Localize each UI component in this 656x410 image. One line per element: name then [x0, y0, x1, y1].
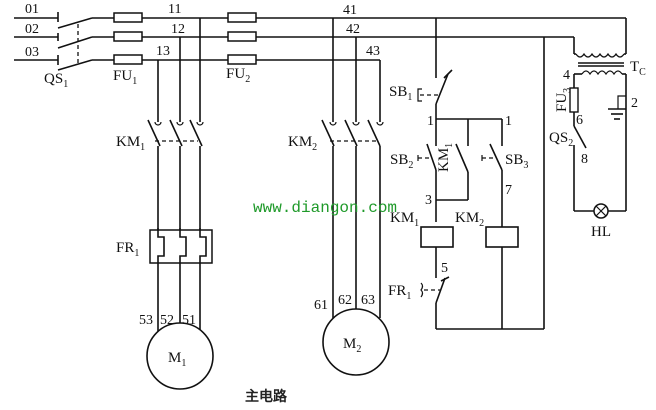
- node-1-left: 1: [427, 114, 434, 129]
- fr1-contact-label: FR1: [388, 283, 411, 302]
- coil-km1-label: KM1: [390, 210, 419, 229]
- input-lines: 01 02 03: [14, 2, 58, 61]
- lamp-hl-icon: [593, 203, 609, 219]
- m1-label: M1: [168, 350, 186, 369]
- node-3: 3: [425, 193, 432, 208]
- fu3-label: FU3: [554, 88, 573, 112]
- contactor-km2-main: KM2: [288, 119, 384, 318]
- node-7: 7: [505, 183, 512, 198]
- fuse-fu1: FU1: [113, 12, 143, 87]
- node-8: 8: [581, 152, 588, 167]
- qs2-label: QS2: [549, 130, 573, 149]
- input-label-01: 01: [25, 2, 39, 17]
- motor-m1: M1 53 52 51: [139, 313, 214, 390]
- tc-label: TC: [630, 59, 646, 78]
- motor-m2: M2 61 62 63: [314, 293, 390, 376]
- node-4: 4: [563, 68, 570, 83]
- contactor-km1-main: KM1: [116, 119, 204, 230]
- lamp-circuit: TC 4 FU3 6 QS2 8 2 HL: [549, 18, 646, 240]
- control-circuit: SB1 1 1 SB2 KM1 3 SB3 7 KM1 KM2: [388, 18, 545, 330]
- km1-label: KM1: [116, 134, 145, 153]
- fuse-fu2: FU2: [226, 12, 257, 85]
- node-2: 2: [631, 96, 638, 111]
- hl-label: HL: [591, 224, 611, 240]
- node-5: 5: [441, 261, 448, 276]
- thermal-relay-fr1: FR1: [116, 228, 213, 333]
- m1-terminal-51: 51: [182, 313, 196, 328]
- input-label-02: 02: [25, 22, 39, 37]
- fu2-label: FU2: [226, 66, 250, 85]
- km2-label: KM2: [288, 134, 317, 153]
- node-43: 43: [366, 44, 380, 59]
- node-13: 13: [156, 44, 170, 59]
- sb1-label: SB1: [389, 84, 412, 103]
- node-42: 42: [346, 22, 360, 37]
- m2-terminal-61: 61: [314, 298, 328, 313]
- m2-terminal-63: 63: [361, 293, 375, 308]
- diagram-caption: 主电路: [245, 388, 288, 405]
- m1-terminal-53: 53: [139, 313, 153, 328]
- coil-km2-label: KM2: [455, 210, 484, 229]
- node-6: 6: [576, 113, 583, 128]
- fr1-label: FR1: [116, 240, 139, 259]
- node-1-right: 1: [505, 114, 512, 129]
- m2-label: M2: [343, 336, 361, 355]
- qs1-label: QS1: [44, 71, 68, 90]
- node-12: 12: [171, 22, 185, 37]
- fu1-label: FU1: [113, 68, 137, 87]
- main-switch-qs1: QS1: [44, 12, 93, 90]
- sb3-label: SB3: [505, 152, 528, 171]
- sb2-label: SB2: [390, 152, 413, 171]
- node-11: 11: [168, 2, 181, 17]
- km1-aux-label: KM1: [436, 143, 455, 172]
- m2-terminal-62: 62: [338, 293, 352, 308]
- input-label-03: 03: [25, 45, 39, 60]
- node-41: 41: [343, 3, 357, 18]
- watermark: www.diangon.com: [253, 199, 397, 217]
- m1-terminal-52: 52: [160, 313, 174, 328]
- branch-motor1: [157, 18, 201, 122]
- branch-motor2: [332, 18, 381, 122]
